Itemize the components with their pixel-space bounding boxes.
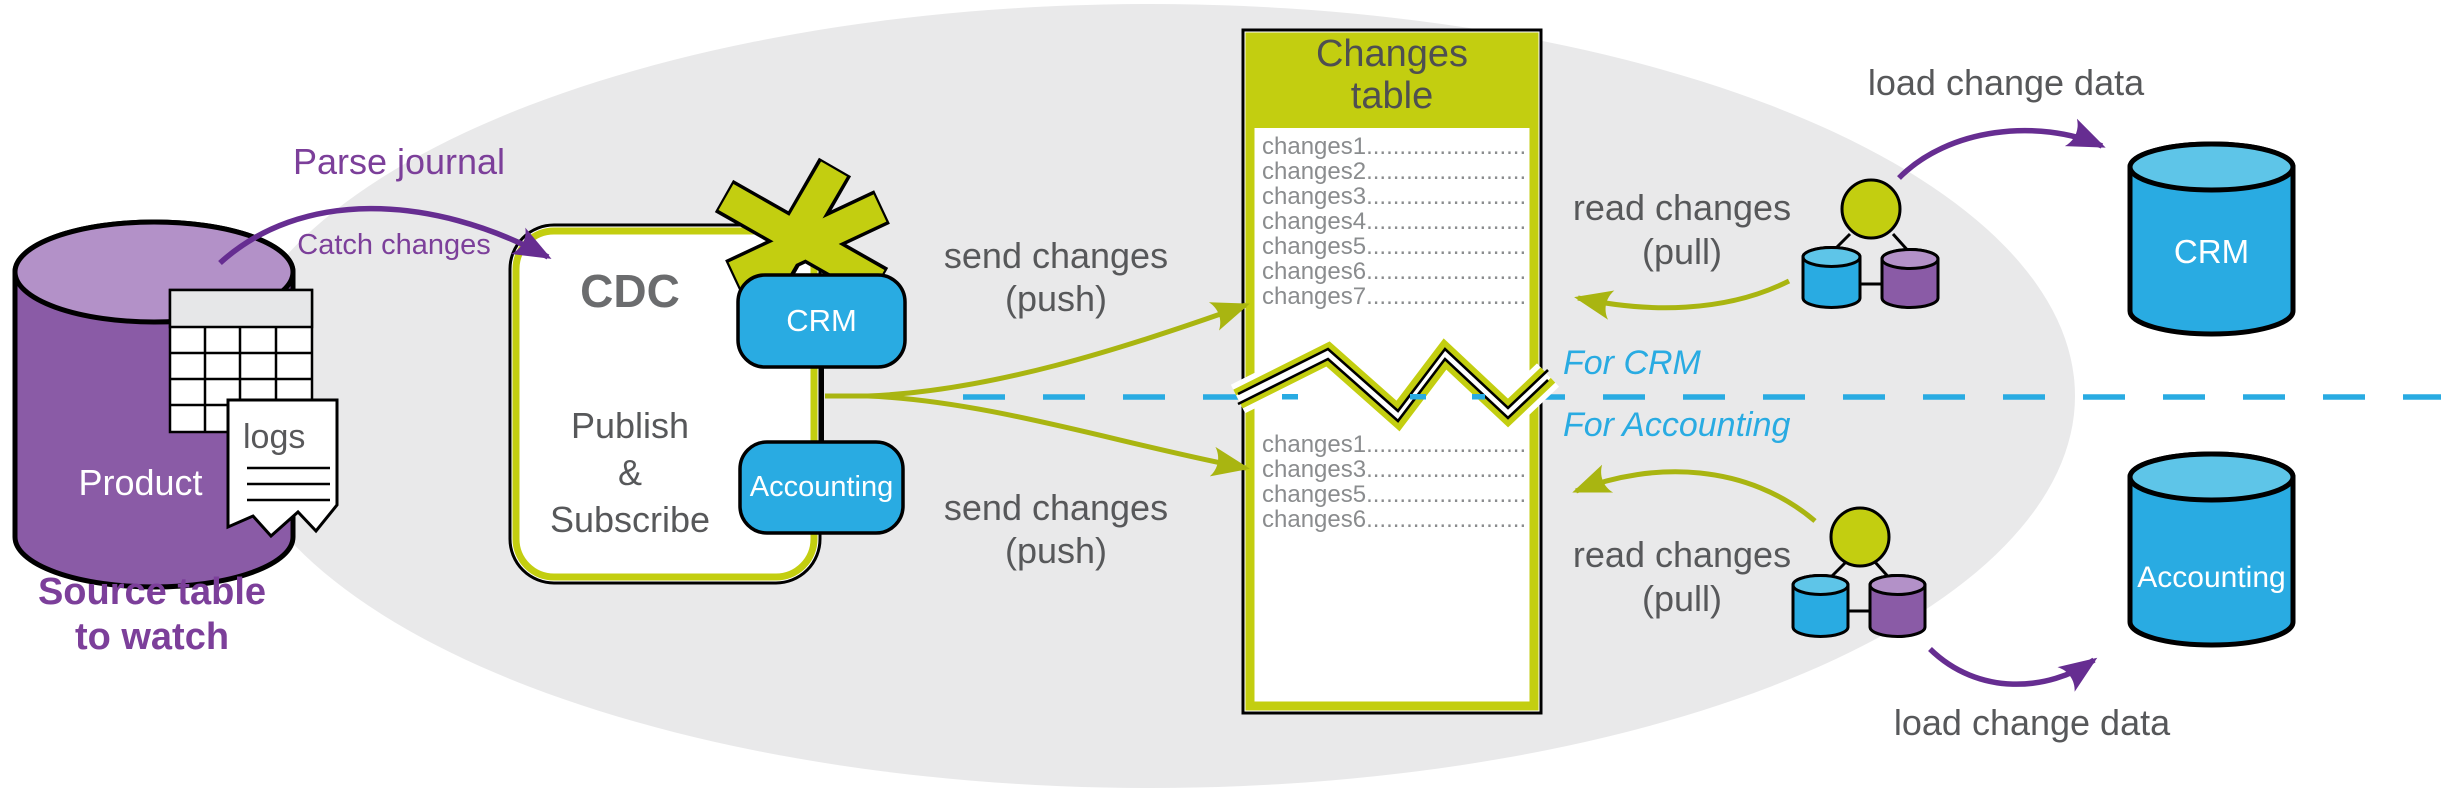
publication-crm-badge	[736, 273, 907, 369]
cdc-subtitle-line1: Publish	[570, 405, 690, 446]
subscriber-icon-crm	[1801, 178, 1940, 309]
cdc-subtitle: Publish & Subscribe	[510, 402, 750, 543]
changes-row: changes5........................	[1262, 481, 1527, 508]
changes-row: changes2........................	[1262, 158, 1527, 185]
read-changes-pull-top-label: read changes (pull)	[1550, 186, 1814, 274]
source-caption: Source table to watch	[18, 570, 286, 660]
load-change-data-top-label: load change data	[1867, 62, 2145, 103]
subscriber-icon-accounting	[1791, 506, 1927, 638]
accounting-database-label: Accounting	[2137, 561, 2286, 594]
source-database-label: Product	[78, 462, 203, 503]
lane-label-for-accounting: For Accounting	[1563, 406, 1791, 444]
changes-row: changes4........................	[1262, 208, 1527, 235]
catch-changes-label: Catch changes	[297, 229, 491, 261]
changes-row: changes3........................	[1262, 183, 1527, 210]
send-changes-push-top-label: send changes (push)	[926, 234, 1186, 320]
send-changes-arrows	[825, 302, 1250, 477]
changes-row: changes7........................	[1262, 283, 1527, 310]
publication-crm-badge-label: CRM	[786, 303, 857, 338]
changes-row: changes1........................	[1262, 431, 1527, 458]
changes-table-title: Changes table	[1250, 33, 1534, 117]
changes-row: changes6........................	[1262, 506, 1527, 533]
accounting-database-cylinder	[2127, 451, 2296, 648]
send-changes-top-line2: (push)	[1004, 278, 1108, 319]
publication-accounting-badge-label: Accounting	[749, 471, 894, 503]
send-changes-bottom-line1: send changes	[943, 487, 1169, 528]
parse-journal-label: Parse journal	[292, 141, 506, 182]
source-caption-line2: to watch	[74, 616, 230, 658]
read-changes-bottom-line1: read changes	[1572, 534, 1792, 575]
read-changes-top-line1: read changes	[1572, 187, 1792, 228]
read-changes-pull-bottom-label: read changes (pull)	[1550, 533, 1814, 621]
read-changes-arrow-accounting	[1572, 464, 1817, 523]
lane-label-for-crm: For CRM	[1563, 344, 1701, 382]
crm-database-cylinder	[2127, 141, 2296, 337]
changes-table-title-line2: table	[1350, 75, 1434, 117]
cdc-subtitle-line2: &	[617, 452, 642, 493]
parse-journal-arrow	[218, 205, 552, 266]
table-tear-zigzag	[1230, 330, 1560, 440]
cdc-subtitle-line3: Subscribe	[549, 499, 711, 540]
read-changes-bottom-line2: (pull)	[1641, 578, 1722, 619]
send-changes-top-line1: send changes	[943, 235, 1169, 276]
logs-label: logs	[243, 418, 306, 456]
load-change-data-arrow-crm	[1897, 118, 2106, 180]
cdc-title: CDC	[580, 265, 680, 317]
send-changes-bottom-line2: (push)	[1004, 530, 1108, 571]
read-changes-top-line2: (pull)	[1641, 231, 1722, 272]
source-caption-line1: Source table	[37, 571, 267, 613]
load-change-data-bottom-label: load change data	[1893, 702, 2171, 743]
changes-row: changes1........................	[1262, 133, 1527, 160]
read-changes-arrow-crm	[1574, 278, 1791, 320]
changes-table-title-line1: Changes	[1315, 33, 1469, 75]
logs-document-icon	[226, 398, 339, 539]
publication-accounting-badge	[738, 440, 905, 535]
changes-row: changes3........................	[1262, 456, 1527, 483]
changes-row: changes6........................	[1262, 258, 1527, 285]
load-change-data-arrow-accounting	[1928, 647, 2098, 692]
crm-database-label: CRM	[2173, 233, 2250, 270]
send-changes-push-bottom-label: send changes (push)	[926, 486, 1186, 572]
changes-row: changes5........................	[1262, 233, 1527, 260]
